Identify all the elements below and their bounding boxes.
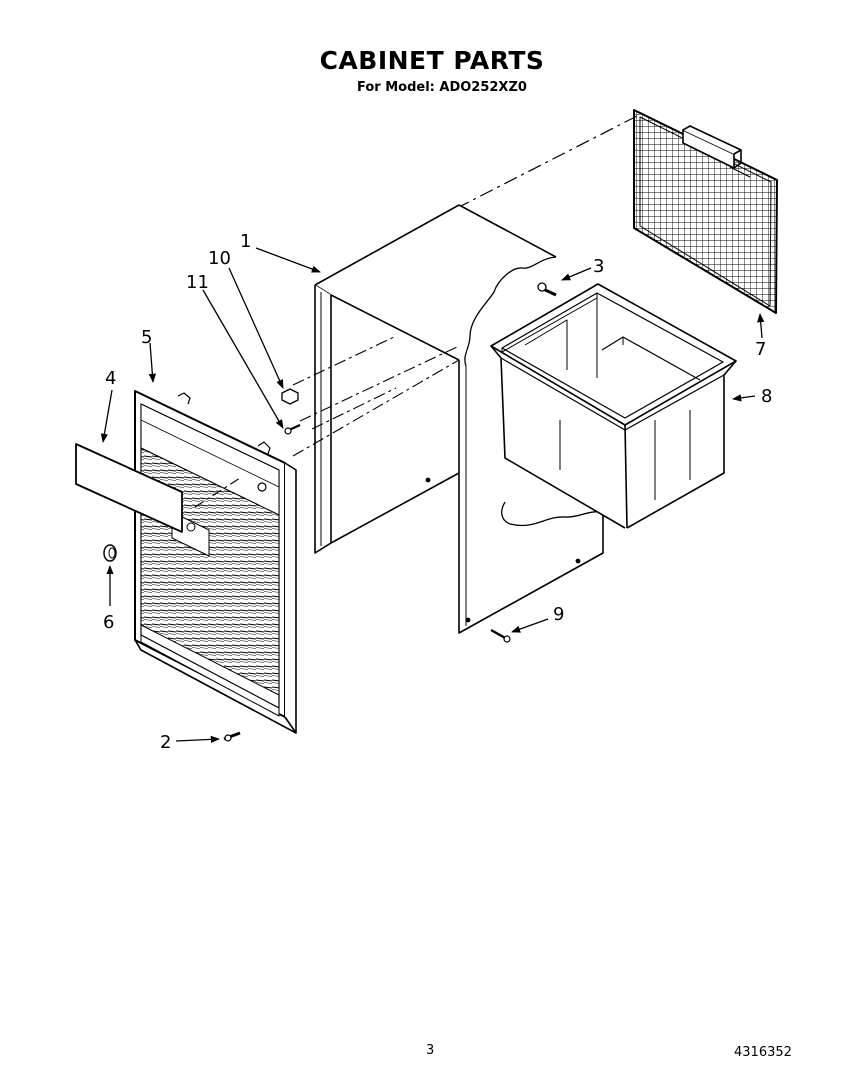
screw-part-9	[490, 628, 511, 643]
callout-7: 7	[755, 339, 766, 360]
callout-9: 9	[553, 604, 564, 625]
callout-5: 5	[141, 327, 152, 348]
callout-6: 6	[103, 612, 114, 633]
model-subtitle: For Model: ADO252XZ0	[357, 80, 527, 95]
screw-part-3	[537, 282, 557, 297]
screw-part-11	[284, 424, 301, 435]
callout-4: 4	[105, 368, 116, 389]
clip-part-10	[281, 388, 299, 405]
callout-11: 11	[186, 272, 209, 293]
callout-labels: 1 2 3 4 5 6 7 8 9 10 11	[103, 231, 772, 753]
callout-8: 8	[761, 386, 772, 407]
plug-part-6	[103, 544, 117, 562]
callout-10: 10	[208, 248, 231, 269]
rear-grille	[633, 109, 778, 314]
base-pan	[490, 283, 737, 529]
screw-part-2	[223, 731, 241, 742]
page-number: 3	[426, 1043, 435, 1058]
page-title: CABINET PARTS	[319, 46, 545, 75]
nameplate	[75, 443, 183, 533]
callout-2: 2	[160, 732, 171, 753]
cabinet-wrapper	[314, 204, 604, 634]
callout-3: 3	[593, 256, 604, 277]
front-panel	[134, 390, 297, 734]
document-number: 4316352	[734, 1045, 792, 1060]
callout-1: 1	[240, 231, 251, 252]
leader-lines	[100, 247, 765, 744]
